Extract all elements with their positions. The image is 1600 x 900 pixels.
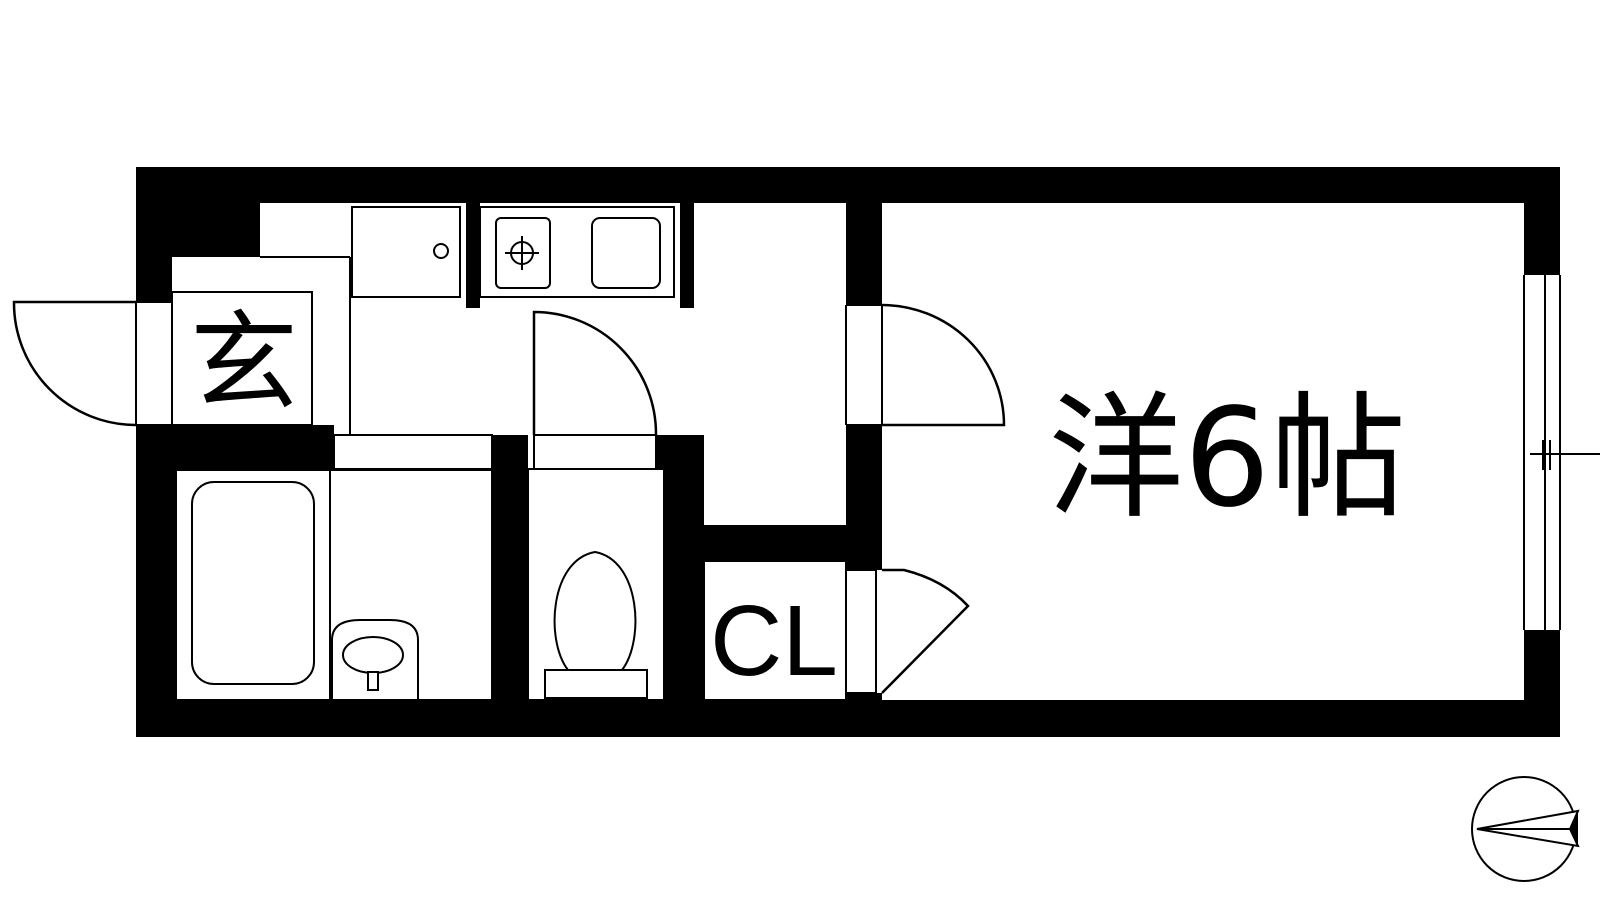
- kitchen: [479, 206, 675, 298]
- closet: [703, 560, 970, 701]
- wall-left-upper-pillar: [136, 167, 172, 302]
- room-door: [845, 303, 1006, 427]
- wall-divider-upper: [846, 167, 882, 305]
- wall-kitchen-right-post: [680, 203, 694, 308]
- north-arrow-icon: [1471, 776, 1580, 882]
- shoe-cabinet: [171, 291, 313, 426]
- fridge-space: [351, 206, 461, 298]
- wall-genkan-bottom: [136, 425, 334, 470]
- toilet-bowl: [553, 550, 637, 671]
- wash-basin: [331, 619, 419, 701]
- wall-left-lower: [136, 425, 176, 737]
- wall-divider-lower: [846, 693, 882, 737]
- drain-icon: [433, 243, 449, 259]
- wall-kitchen-left-post: [466, 203, 480, 308]
- bath-door-frame: [333, 434, 493, 546]
- closet-door-swing: [881, 568, 970, 694]
- bathroom: [175, 469, 493, 701]
- wall-toilet-right: [664, 435, 704, 737]
- wall-right-lower: [1524, 630, 1560, 737]
- wall-toilet-top-right: [656, 435, 704, 469]
- window-right: [1523, 275, 1600, 630]
- toilet-tank: [544, 669, 648, 699]
- toilet-room: [527, 468, 665, 701]
- wall-divider-middle: [846, 425, 882, 570]
- wall-bath-toilet: [492, 435, 528, 737]
- western-room-label: 洋6帖: [1048, 380, 1407, 538]
- toilet-door: [532, 310, 658, 470]
- entry-door: [12, 300, 173, 427]
- bathtub: [191, 481, 315, 685]
- genkan-area: [171, 206, 461, 435]
- kitchen-sink: [591, 217, 661, 289]
- interior-walls: [136, 167, 882, 737]
- closet-label: CL: [710, 585, 838, 697]
- wall-right-upper: [1524, 167, 1560, 275]
- genkan-label: 玄: [190, 301, 298, 426]
